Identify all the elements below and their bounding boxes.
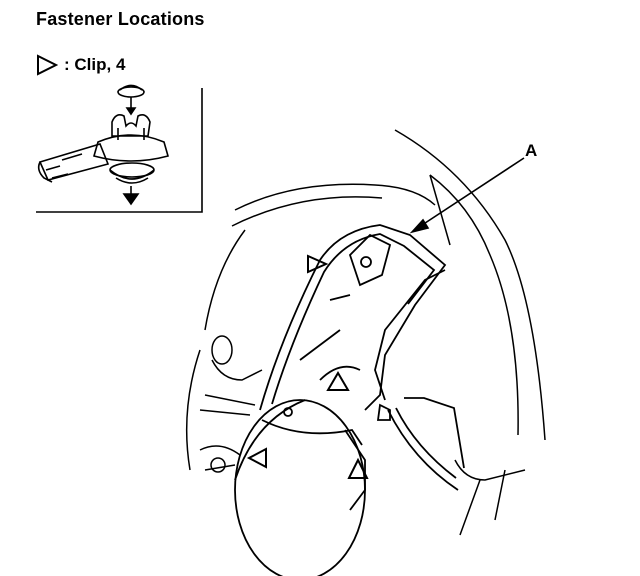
clip-marker-1: [307, 254, 329, 274]
legend: : Clip, 4: [36, 54, 125, 76]
clip-marker-4: [347, 457, 369, 479]
legend-label: : Clip, 4: [64, 55, 126, 74]
page-title: Fastener Locations: [36, 9, 205, 29]
callout-a-label: A: [525, 141, 538, 160]
clip-marker-3: [246, 447, 267, 469]
fender-body: [185, 129, 546, 536]
suspension-parts: [199, 335, 263, 473]
clip-marker-2: [326, 371, 350, 391]
clip-detail-inset: [36, 84, 203, 213]
wheel-hub: [234, 399, 366, 576]
callout-a-leader: [409, 157, 525, 234]
fender-liner: [259, 224, 465, 491]
clip-marker-icon: [37, 54, 58, 76]
